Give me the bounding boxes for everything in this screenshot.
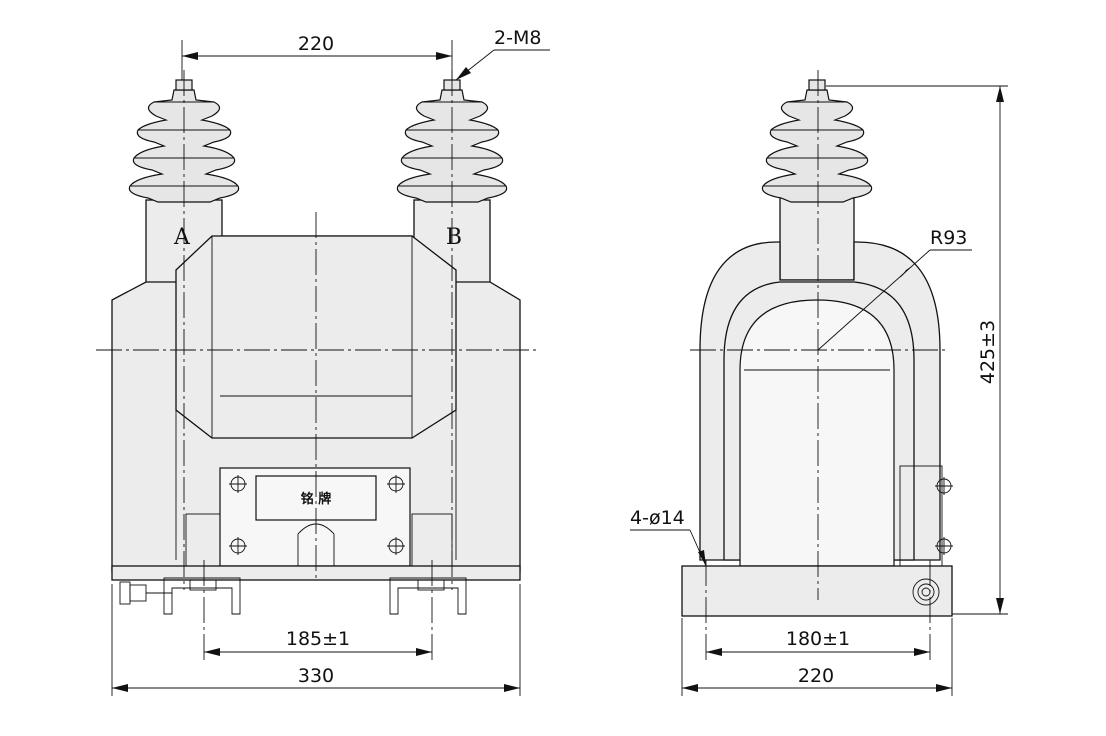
side-base-plate	[681, 565, 953, 617]
dim-top-spacing: 220	[298, 33, 334, 55]
ground-terminal	[119, 581, 131, 605]
dim-side-overall-width: 220	[798, 665, 834, 687]
terminal-a-label: A	[173, 225, 191, 250]
dim-height: 425±3	[977, 320, 999, 384]
side-bushing	[761, 79, 873, 203]
side-bushing-stem	[779, 189, 855, 281]
radius-callout: R93	[930, 227, 967, 249]
dim-side-mount-spacing: 180±1	[786, 628, 850, 650]
nameplate-label: 铭 牌	[301, 491, 332, 507]
front-view: 铭 牌 A B 220	[96, 27, 550, 696]
dim-overall-width: 330	[298, 665, 334, 687]
mount-foot-left	[163, 577, 241, 615]
terminal-b-label: B	[446, 225, 462, 250]
hole-callout: 4-ø14	[630, 507, 685, 529]
dim-mount-spacing: 185±1	[286, 628, 350, 650]
thread-callout: 2-M8	[494, 27, 541, 49]
mount-foot-right	[389, 577, 467, 615]
side-inner-arch	[739, 299, 895, 567]
side-view: R93 425±3 4-ø14 180±1 220	[630, 70, 1008, 696]
